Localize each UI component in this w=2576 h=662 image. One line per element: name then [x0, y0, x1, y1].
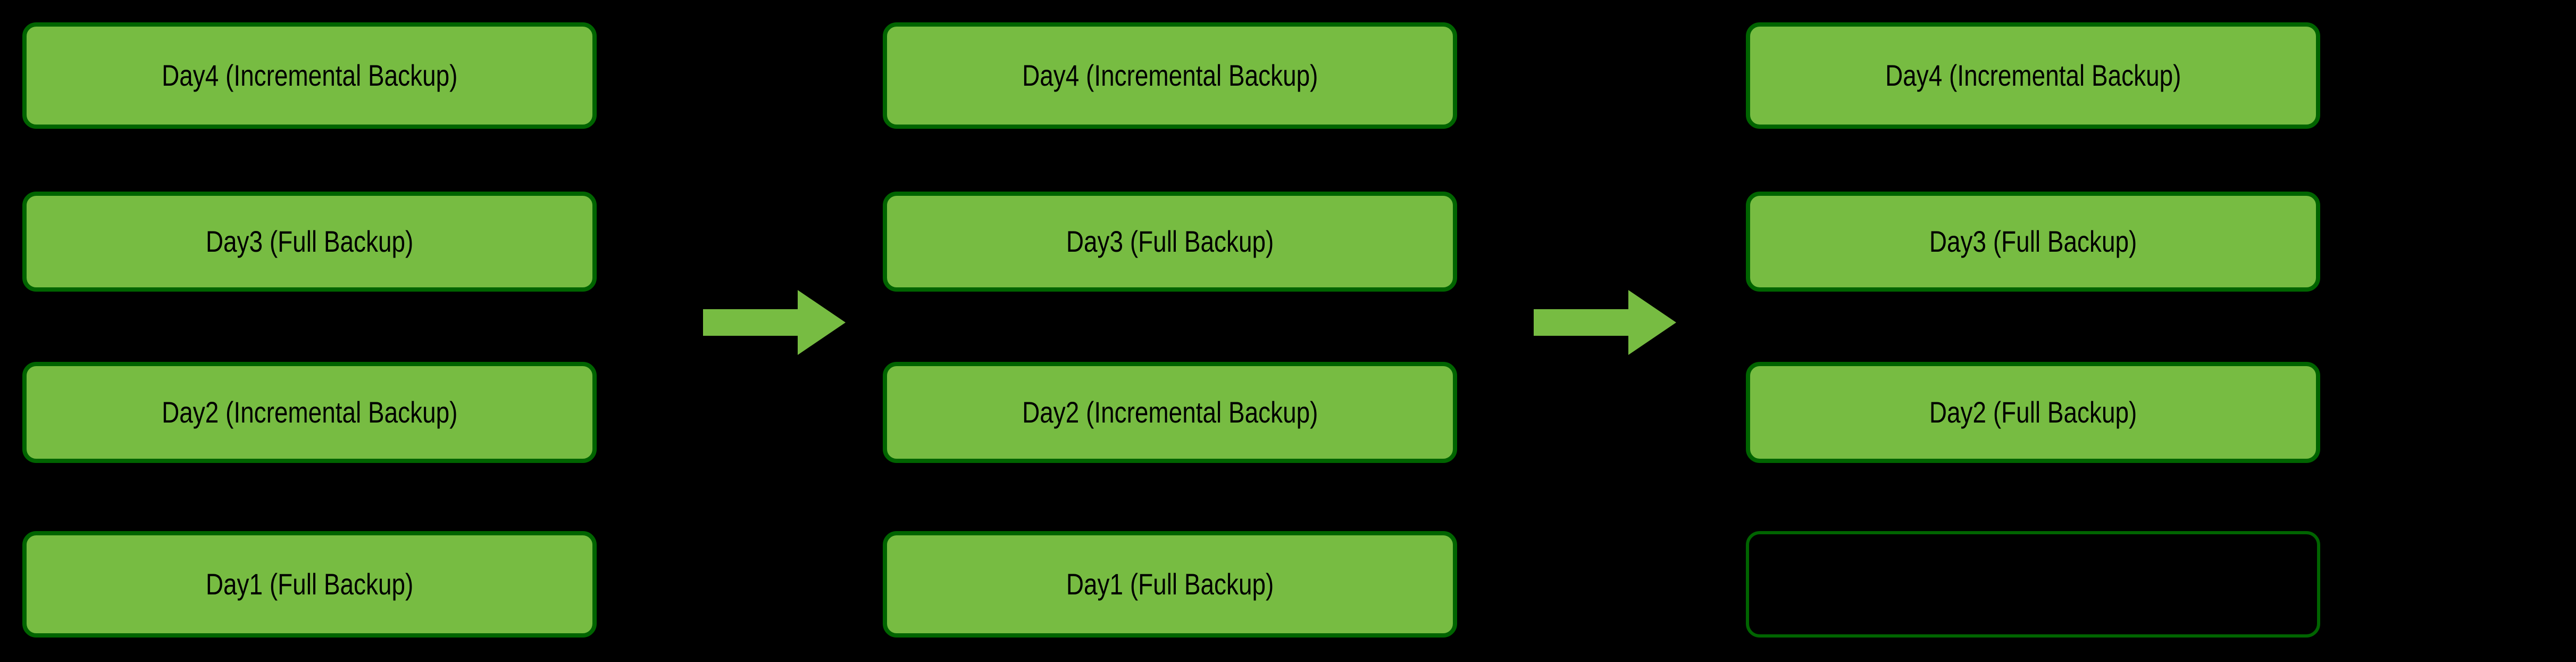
stage-column-1: Day4 (Incremental Backup) Day3 (Full Bac…: [22, 0, 597, 662]
backup-box-stage1-day3[interactable]: Day3 (Full Backup): [22, 192, 597, 292]
backup-box-stage2-day4[interactable]: Day4 (Incremental Backup): [883, 22, 1457, 129]
backup-box-label: Day4 (Incremental Backup): [161, 59, 458, 93]
stage-column-3: Day4 (Incremental Backup) Day3 (Full Bac…: [1746, 0, 2320, 662]
backup-box-stage3-empty[interactable]: [1746, 531, 2320, 638]
backup-box-label: Day2 (Incremental Backup): [161, 395, 458, 429]
backup-box-label: Day1 (Full Backup): [1066, 567, 1274, 601]
backup-box-label: Day3 (Full Backup): [1929, 225, 2137, 259]
backup-box-label: Day3 (Full Backup): [1066, 225, 1274, 259]
backup-box-stage3-day4[interactable]: Day4 (Incremental Backup): [1746, 22, 2320, 129]
backup-box-stage1-day1[interactable]: Day1 (Full Backup): [22, 531, 597, 638]
backup-box-stage2-day3[interactable]: Day3 (Full Backup): [883, 192, 1457, 292]
backup-box-label: Day4 (Incremental Backup): [1885, 59, 2181, 93]
backup-box-label: Day4 (Incremental Backup): [1022, 59, 1318, 93]
backup-box-stage2-day2[interactable]: Day2 (Incremental Backup): [883, 362, 1457, 463]
backup-box-label: Day1 (Full Backup): [205, 567, 414, 601]
backup-box-label: Day2 (Incremental Backup): [1022, 395, 1318, 429]
backup-box-label: Day2 (Full Backup): [1929, 395, 2137, 429]
backup-box-stage1-day2[interactable]: Day2 (Incremental Backup): [22, 362, 597, 463]
backup-box-label: Day3 (Full Backup): [205, 225, 414, 259]
right-arrow-icon: [703, 290, 846, 355]
right-arrow-icon: [1534, 290, 1676, 355]
backup-box-stage3-day2[interactable]: Day2 (Full Backup): [1746, 362, 2320, 463]
stage-column-2: Day4 (Incremental Backup) Day3 (Full Bac…: [883, 0, 1457, 662]
backup-box-stage2-day1[interactable]: Day1 (Full Backup): [883, 531, 1457, 638]
backup-box-stage1-day4[interactable]: Day4 (Incremental Backup): [22, 22, 597, 129]
backup-box-stage3-day3[interactable]: Day3 (Full Backup): [1746, 192, 2320, 292]
